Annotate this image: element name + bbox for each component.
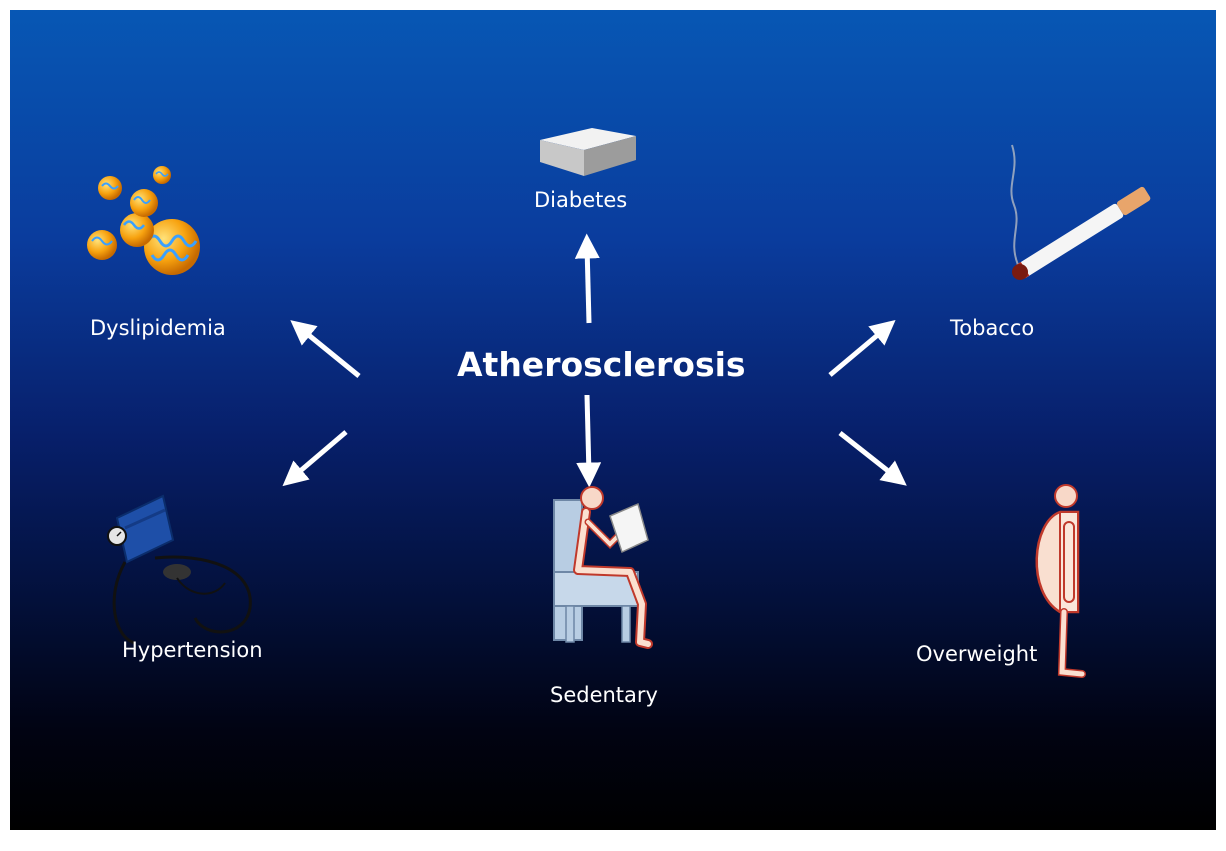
cigarette-icon [1000, 130, 1160, 290]
blood-pressure-cuff-icon [95, 488, 265, 648]
arrow-to-hypertension [292, 432, 346, 478]
arrow-to-tobacco [830, 328, 886, 375]
arrow-to-overweight [840, 433, 897, 478]
sugar-cube-icon [532, 122, 642, 182]
arrow-to-dyslipidemia [300, 328, 359, 376]
person-seated-reading-icon [530, 482, 670, 652]
label-dyslipidemia: Dyslipidemia [90, 318, 226, 339]
label-tobacco: Tobacco [950, 318, 1034, 339]
slide-background: Atherosclerosis [10, 10, 1216, 830]
label-hypertension: Hypertension [122, 640, 263, 661]
arrow-to-diabetes [587, 246, 589, 323]
lipid-particles-icon [72, 155, 222, 285]
arrow-to-sedentary [587, 395, 589, 475]
label-sedentary: Sedentary [550, 685, 658, 706]
label-overweight: Overweight [916, 644, 1037, 665]
label-diabetes: Diabetes [534, 190, 627, 211]
